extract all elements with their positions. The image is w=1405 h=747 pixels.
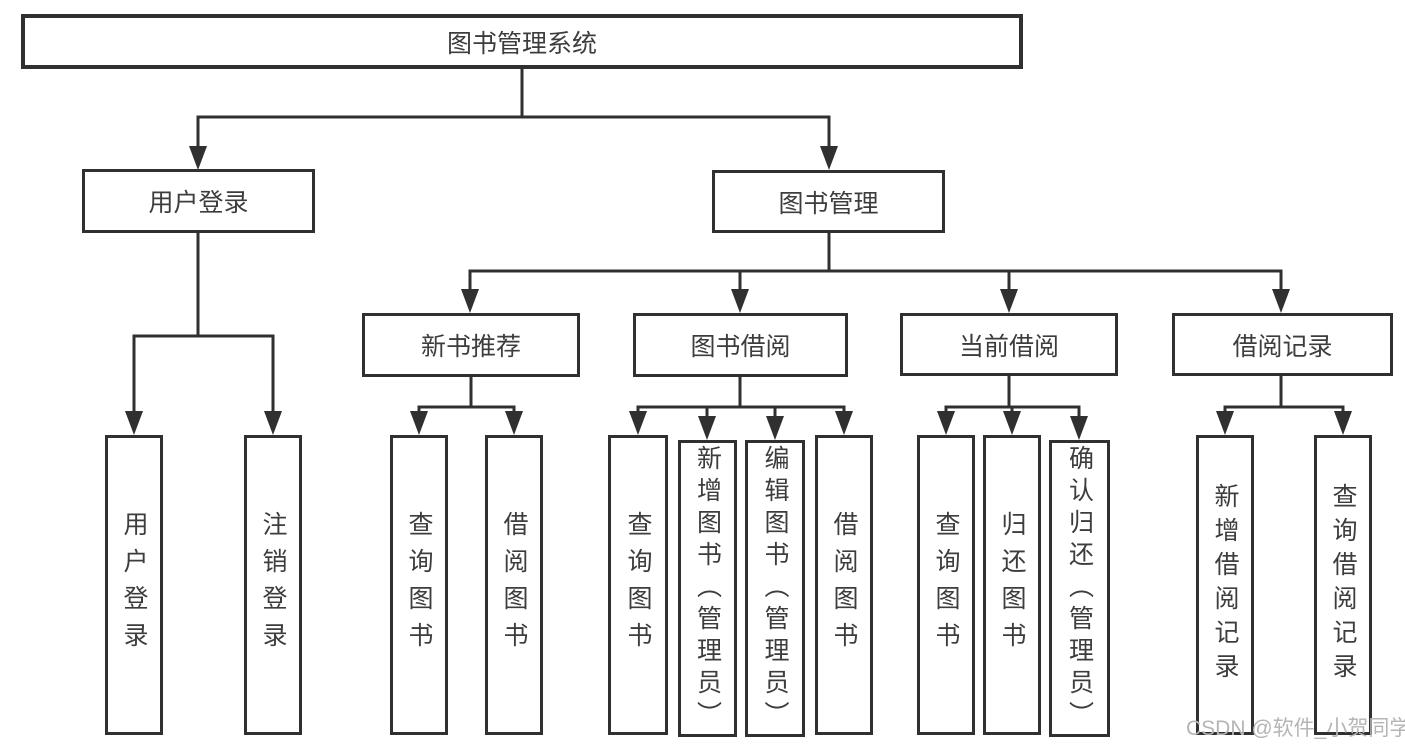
leaf-confirm-return-admin: 确认归还（管理员） bbox=[1049, 440, 1110, 737]
node-label: 新书推荐 bbox=[420, 333, 521, 361]
leaf-add-borrow-record: 新增借阅记录 bbox=[1196, 435, 1254, 735]
node-user-login: 用户登录 bbox=[82, 169, 315, 233]
node-label: 查询图书 bbox=[405, 511, 433, 659]
node-label: 归还图书 bbox=[998, 511, 1026, 659]
node-label: 图书管理系统 bbox=[446, 29, 597, 58]
node-book-management: 图书管理 bbox=[712, 170, 945, 233]
node-label: 查询借阅记录 bbox=[1329, 483, 1357, 687]
node-label: 用户登录 bbox=[120, 511, 148, 659]
leaf-logout: 注销登录 bbox=[244, 435, 302, 735]
node-borrowing-records: 借阅记录 bbox=[1172, 313, 1393, 376]
leaf-borrow-book-recommend: 借阅图书 bbox=[485, 435, 543, 735]
node-label: 新增借阅记录 bbox=[1211, 483, 1239, 687]
leaf-add-book-admin: 新增图书（管理员） bbox=[678, 440, 737, 737]
node-label: 确认归还（管理员） bbox=[1065, 444, 1094, 733]
node-label: 注销登录 bbox=[259, 511, 287, 659]
leaf-return-book: 归还图书 bbox=[983, 435, 1041, 735]
leaf-query-book-borrow: 查询图书 bbox=[608, 435, 668, 735]
node-book-borrowing: 图书借阅 bbox=[633, 313, 848, 377]
leaf-user-login: 用户登录 bbox=[105, 435, 163, 735]
node-new-book-recommend: 新书推荐 bbox=[362, 313, 580, 377]
node-current-borrowing: 当前借阅 bbox=[900, 313, 1118, 376]
node-label: 图书管理 bbox=[778, 189, 879, 218]
node-label: 新增图书（管理员） bbox=[693, 444, 722, 733]
node-label: 借阅图书 bbox=[500, 511, 528, 659]
node-label: 借阅图书 bbox=[830, 511, 858, 659]
node-label: 借阅记录 bbox=[1232, 332, 1333, 361]
node-label: 查询图书 bbox=[932, 511, 960, 659]
leaf-query-borrow-record: 查询借阅记录 bbox=[1314, 435, 1372, 735]
node-label: 当前借阅 bbox=[958, 332, 1059, 361]
node-label: 图书借阅 bbox=[690, 333, 791, 361]
node-label: 查询图书 bbox=[624, 511, 652, 659]
node-root-system: 图书管理系统 bbox=[21, 14, 1023, 69]
node-label: 用户登录 bbox=[148, 189, 249, 217]
leaf-query-book-current: 查询图书 bbox=[917, 435, 975, 735]
leaf-edit-book-admin: 编辑图书（管理员） bbox=[745, 440, 805, 737]
csdn-watermark: CSDN @软件_小贺同学 bbox=[1186, 717, 1405, 740]
leaf-borrow-book: 借阅图书 bbox=[815, 435, 873, 735]
node-label: 编辑图书（管理员） bbox=[761, 444, 789, 733]
leaf-query-book-recommend: 查询图书 bbox=[390, 435, 448, 735]
